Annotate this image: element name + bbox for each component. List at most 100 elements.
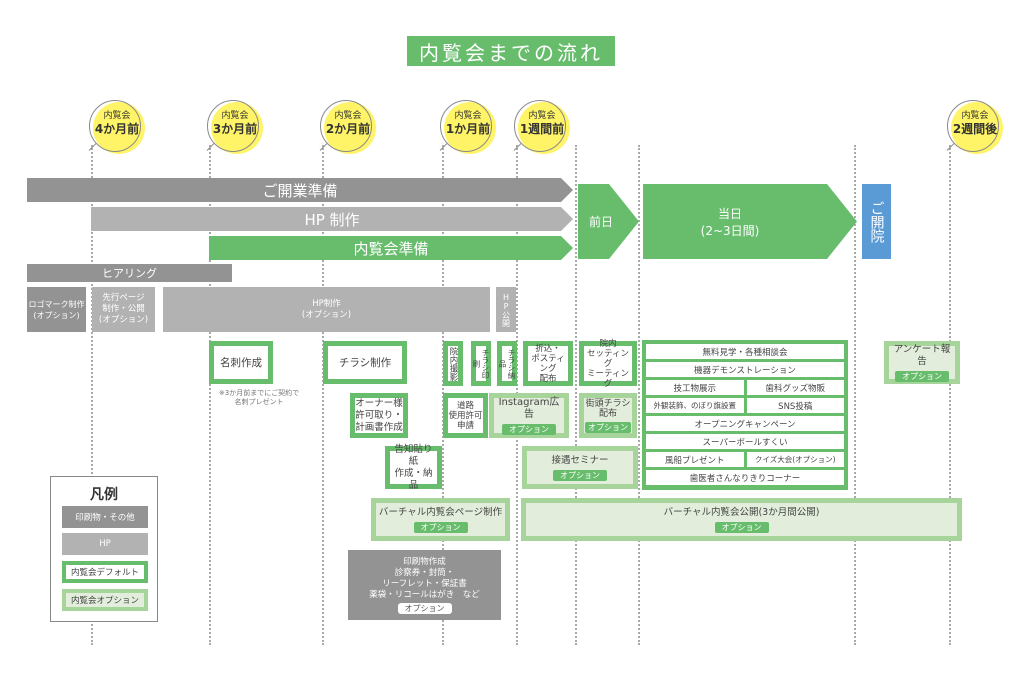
option-badge: オプション <box>553 469 607 481</box>
task-owner-permit: オーナー様 許可取り・ 計画書作成 <box>350 393 408 438</box>
phase-arrow-opening-prep: ご開業準備 <box>27 178 573 202</box>
milestone-label: 3か月前 <box>212 122 258 136</box>
event-item: 歯医者さんなりきりコーナー <box>646 470 844 485</box>
timeline-guide-2-months <box>322 145 324 645</box>
milestone-label-top: 内覧会 <box>528 111 556 121</box>
task-label: チラシ印刷 <box>472 348 490 379</box>
page-title: 内覧会までの流れ <box>407 36 615 66</box>
bubble-ring <box>89 100 141 152</box>
block-label: 薬袋・リコールはがき など <box>369 589 480 600</box>
legend-label: 印刷物・その他 <box>75 513 135 523</box>
task-flyer-delivery: チラシ納品 <box>497 341 517 386</box>
legend-label: 内覧会デフォルト <box>70 568 139 578</box>
event-day-panel: 無料見学・各種相談会 機器デモンストレーション 技工物展示歯科グッズ物販 外観装… <box>642 340 848 490</box>
timeline-guide-day-of <box>638 145 640 645</box>
task-flyer-print: チラシ印刷 <box>471 341 491 386</box>
event-item: SNS投稿 <box>746 398 844 413</box>
bubble-tail <box>946 143 955 151</box>
legend-title: 凡例 <box>90 487 118 503</box>
task-label: バーチャル内覧会ページ制作 <box>378 506 503 518</box>
option-badge: オプション <box>585 421 631 433</box>
block-label: HP制作 <box>312 298 341 309</box>
task-road-permit: 道路 使用許可 申請 <box>443 393 488 438</box>
task-label: 告知貼り紙 <box>394 443 433 467</box>
bubble-tail <box>513 143 522 151</box>
milestone-label-top: 内覧会 <box>334 111 362 121</box>
event-item: 外観装飾、のぼり旗設置 <box>646 398 744 413</box>
task-flyer-production: チラシ制作 <box>323 341 407 384</box>
task-insert-posting: 折込・ ポスティング 配布 <box>523 341 573 386</box>
task-label: 院内 <box>599 338 617 349</box>
task-label: 折込・ <box>535 343 561 354</box>
task-label: 計画書作成 <box>355 421 403 433</box>
hearing-bar: ヒアリング <box>27 264 232 282</box>
task-label: 院内撮影 <box>448 346 458 381</box>
phase-label: ご開業準備 <box>262 181 338 200</box>
event-row: 機器デモンストレーション <box>646 362 844 377</box>
option-reception-seminar: 接遇セミナー オプション <box>522 446 638 489</box>
bubble-tail <box>439 143 448 151</box>
event-item: 技工物展示 <box>646 380 744 395</box>
timeline-guide-2-weeks-after <box>949 145 951 645</box>
bubble-ring <box>440 100 492 152</box>
event-item: クイズ大会(オプション) <box>746 452 844 467</box>
block-sublabel: (オプション) <box>98 315 149 325</box>
event-item: 風船プレゼント <box>646 452 744 467</box>
task-notice-poster: 告知貼り紙 作成・納品 <box>385 443 442 491</box>
block-label: ロゴマーク制作 <box>28 299 85 309</box>
note-line: ※3か月前までにご契約で <box>218 389 300 397</box>
timeline-guide-3-months <box>209 145 211 645</box>
bubble-tail <box>319 143 328 151</box>
option-badge: オプション <box>502 423 556 435</box>
task-label: 申請 <box>456 420 474 431</box>
phase-sublabel: (2~3日間) <box>700 223 760 238</box>
timeline-guide-opening <box>854 145 856 645</box>
task-label: 配布 <box>539 373 557 384</box>
event-item: 歯科グッズ物販 <box>746 380 844 395</box>
task-label: 使用許可 <box>448 410 483 421</box>
option-virtual-public: バーチャル内覧会公開(3か月間公開) オプション <box>521 498 962 541</box>
hp-publish-block: HP公開 <box>496 287 516 332</box>
block-label: HP公開 <box>501 292 511 327</box>
bubble-ring <box>320 100 372 152</box>
option-badge: オプション <box>413 521 468 533</box>
business-cards-note: ※3か月前までにご契約で 名刺プレゼント <box>214 389 304 407</box>
option-virtual-page: バーチャル内覧会ページ制作 オプション <box>371 498 510 541</box>
event-row: オープニングキャンペーン <box>646 416 844 431</box>
option-instagram: Instagram広告 オプション <box>489 393 569 438</box>
task-label: セッティング <box>587 348 629 369</box>
block-sublabel: (オプション) <box>33 310 80 320</box>
legend: 凡例 印刷物・その他 HP 内覧会デフォルト 内覧会オプション <box>50 476 158 622</box>
bubble-tail <box>88 143 97 151</box>
timeline-guide-day-before <box>575 145 577 645</box>
milestone-label-top: 内覧会 <box>961 111 989 121</box>
phase-label: HP 制作 <box>304 210 360 229</box>
legend-item-hp: HP <box>62 533 148 555</box>
logo-production-block: ロゴマーク制作 (オプション) <box>27 287 86 332</box>
event-item: オープニングキャンペーン <box>646 416 844 431</box>
block-label: 診察券・封筒・ <box>394 567 455 578</box>
task-business-cards: 名刺作成 <box>209 341 273 384</box>
task-label: 作成・納品 <box>394 467 433 491</box>
task-label: 道路 <box>456 400 474 411</box>
timeline-guide-4-months <box>91 145 93 645</box>
task-label: 配布 <box>598 408 617 419</box>
legend-label: HP <box>99 539 111 549</box>
option-street-flyer: 街頭チラシ 配布 オプション <box>579 393 637 438</box>
note-line: 名刺プレゼント <box>234 398 284 406</box>
phase-arrow-preview-prep: 内覧会準備 <box>209 236 573 260</box>
milestone-label: 2週間後 <box>952 122 998 136</box>
milestone-label: 2か月前 <box>325 122 371 136</box>
phase-label: 当日 <box>717 206 742 221</box>
task-label: Instagram広告 <box>498 396 560 420</box>
phase-label: 内覧会準備 <box>353 239 429 258</box>
task-clinic-photo: 院内撮影 <box>443 341 463 386</box>
phase-label: 前日 <box>589 215 614 229</box>
event-item: スーパーボールすくい <box>646 434 844 449</box>
task-label: バーチャル内覧会公開(3か月間公開) <box>663 506 820 518</box>
event-row: 技工物展示歯科グッズ物販 <box>646 380 844 395</box>
event-row: 無料見学・各種相談会 <box>646 344 844 359</box>
